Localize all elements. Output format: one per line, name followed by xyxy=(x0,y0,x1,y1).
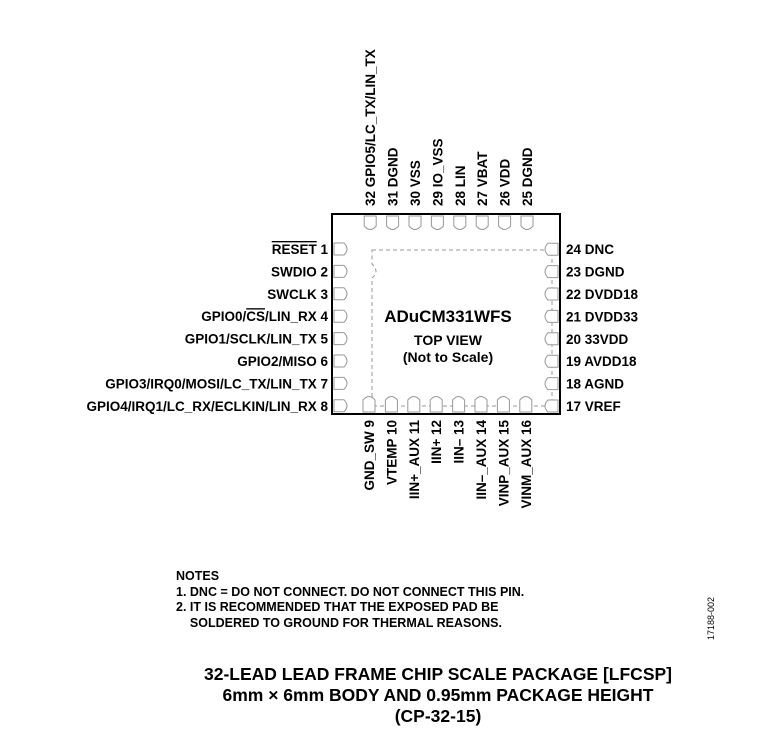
pin-label-4: GPIO0/CS/LIN_RX 4 xyxy=(201,309,328,324)
chip-name: ADuCM331WFS xyxy=(384,307,512,326)
pin-pad-14 xyxy=(474,396,488,413)
pin-pad-16 xyxy=(519,396,533,413)
caption-line-3: (CP-32-15) xyxy=(394,706,482,726)
pin-pad-6 xyxy=(333,354,348,368)
pin-label-18: 18 AGND xyxy=(566,377,624,392)
pin-label-11: IIN+_AUX 11 xyxy=(407,420,422,500)
pin-pad-5 xyxy=(333,332,348,346)
pin-label-20: 20 33VDD xyxy=(566,332,629,347)
notes-heading: NOTES xyxy=(176,569,220,583)
pin-pad-21 xyxy=(544,309,559,323)
pin-pad-26 xyxy=(498,215,512,230)
pin-pad-7 xyxy=(333,376,348,390)
pin-label-2: SWDIO 2 xyxy=(271,264,328,279)
pin-label-26: 26 VDD xyxy=(498,158,513,206)
pin-pad-29 xyxy=(430,215,444,230)
pin-pad-8 xyxy=(333,399,348,413)
pin-pad-23 xyxy=(544,265,559,279)
pin-pad-17 xyxy=(544,399,559,413)
view-label: TOP VIEW xyxy=(414,332,483,348)
caption-line-2: 6mm × 6mm BODY AND 0.95mm PACKAGE HEIGHT xyxy=(222,685,654,705)
pin-label-12: IIN+ 12 xyxy=(429,420,444,464)
pin-label-14: IIN–_AUX 14 xyxy=(474,420,489,500)
pin-label-23: 23 DGND xyxy=(566,265,625,280)
pin-pad-2 xyxy=(333,264,348,278)
pin-pad-32 xyxy=(363,215,377,230)
pin-pad-3 xyxy=(333,287,348,301)
pin-pad-24 xyxy=(544,242,559,256)
pin-pad-19 xyxy=(544,354,559,368)
pin-pad-9 xyxy=(362,396,376,413)
pin-label-17: 17 VREF xyxy=(566,399,621,414)
pin-pad-31 xyxy=(386,215,400,230)
note-item-2: 2. IT IS RECOMMENDED THAT THE EXPOSED PA… xyxy=(176,600,502,630)
pin-pad-15 xyxy=(496,396,510,413)
pin-pad-22 xyxy=(544,287,559,301)
note-item-1: 1. DNC = DO NOT CONNECT. DO NOT CONNECT … xyxy=(176,584,525,599)
pin-pad-28 xyxy=(453,215,467,230)
pin-pads xyxy=(333,215,559,413)
pin-pad-27 xyxy=(475,215,489,230)
pin-label-27: 27 VBAT xyxy=(475,151,490,206)
caption-line-1: 32-LEAD LEAD FRAME CHIP SCALE PACKAGE [L… xyxy=(204,664,672,684)
exposed-pad-outline xyxy=(371,249,553,407)
pin-label-21: 21 DVDD33 xyxy=(566,309,639,324)
pin-label-28: 28 LIN xyxy=(453,165,468,206)
pin-label-32: 32 GPIO5/LC_TX/LIN_TX xyxy=(363,49,378,206)
pin-label-24: 24 DNC xyxy=(566,242,614,257)
pin-label-29: 29 IO_VSS xyxy=(430,138,445,206)
pin-labels: RESET 1 SWDIO 2 SWCLK 3 GPIO0/CS/LIN_RX 4 GP… xyxy=(86,49,638,508)
pin-pad-4 xyxy=(333,309,348,323)
pin-label-31: 31 DGND xyxy=(386,147,401,206)
pin-label-13: IIN– 13 xyxy=(452,420,467,464)
figure-id: 17188-002 xyxy=(706,596,716,640)
pin-label-6: GPIO2/MISO 6 xyxy=(237,354,328,369)
package-body xyxy=(331,213,561,415)
pin-pad-11 xyxy=(407,396,421,413)
pin-label-1: RESET 1 xyxy=(272,242,329,257)
pin-pad-10 xyxy=(384,396,398,413)
pin-label-5: GPIO1/SCLK/LIN_TX 5 xyxy=(185,332,329,347)
pin-pad-18 xyxy=(544,377,559,391)
pin-pad-12 xyxy=(429,396,443,413)
pin-pad-20 xyxy=(544,332,559,346)
pin-label-15: VINP_AUX 15 xyxy=(496,420,511,507)
scale-note: (Not to Scale) xyxy=(403,349,493,365)
pin-label-9: GND_SW 9 xyxy=(362,420,377,491)
pin-label-25: 25 DGND xyxy=(520,147,535,206)
pin-label-16: VINM_AUX 16 xyxy=(519,420,534,509)
pin-pad-30 xyxy=(408,215,422,230)
pin-label-30: 30 VSS xyxy=(408,160,423,206)
pin-label-8: GPIO4/IRQ1/LC_RX/ECLKIN/LIN_RX 8 xyxy=(86,399,328,414)
pin-label-19: 19 AVDD18 xyxy=(566,354,637,369)
pin-pad-25 xyxy=(520,215,534,230)
pin-pad-13 xyxy=(452,396,466,413)
pin-label-3: SWCLK 3 xyxy=(267,287,328,302)
pin-pad-1 xyxy=(333,242,348,256)
pin-label-22: 22 DVDD18 xyxy=(566,287,639,302)
pin-label-7: GPIO3/IRQ0/MOSI/LC_TX/LIN_TX 7 xyxy=(105,376,328,391)
pin-label-10: VTEMP 10 xyxy=(384,420,399,485)
